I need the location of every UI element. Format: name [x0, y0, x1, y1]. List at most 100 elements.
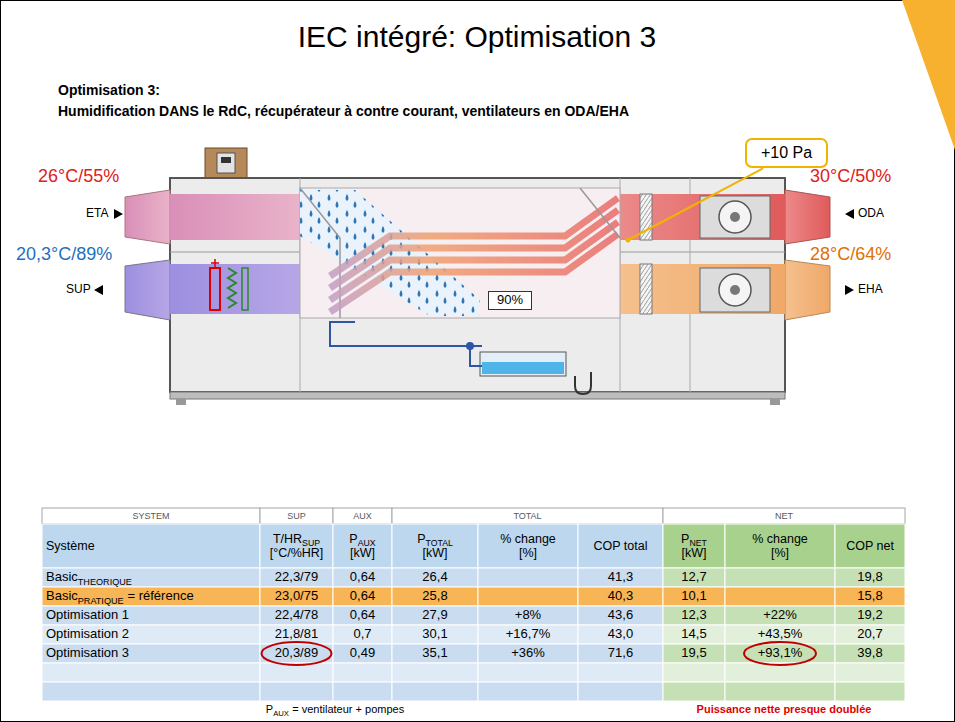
- cell-line: +43,5%: [758, 627, 802, 642]
- cell-line: 21,8/81: [275, 627, 318, 642]
- cell-line: 39,8: [857, 646, 882, 661]
- cell-line: TOTAL: [513, 511, 541, 521]
- table-cell-bg: [392, 625, 478, 644]
- table-cell-bg: [333, 625, 392, 644]
- table-cell-bg: [392, 508, 663, 524]
- table-text: +16,7%: [506, 626, 550, 641]
- table-cell: COP net: [835, 524, 905, 568]
- table-cell: 12,7: [663, 568, 725, 587]
- table-text: = référence: [128, 588, 194, 603]
- cell-line: +16,7%: [506, 627, 550, 642]
- table-text: COP total: [594, 539, 648, 553]
- cell-line: 12,3: [681, 608, 706, 623]
- table-cell-bg: [392, 587, 478, 606]
- table-text: 25,8: [422, 588, 447, 603]
- table-text: 26,4: [422, 569, 447, 584]
- table-cell: [725, 568, 835, 587]
- table-cell: 41,3: [578, 568, 663, 587]
- table-text: % change: [752, 532, 808, 546]
- table-cell: +93,1%: [725, 644, 835, 663]
- table-cell: 23,0/75: [260, 587, 333, 606]
- table-cell: 15,8: [835, 587, 905, 606]
- table-text: 0,7: [353, 626, 371, 641]
- table-cell-bg: [42, 682, 260, 701]
- table-text: 15,8: [857, 588, 882, 603]
- table-cell-bg: [333, 524, 392, 568]
- cell-line: 41,3: [608, 570, 633, 585]
- table-cell-bg: [578, 663, 663, 682]
- table-text: 19,8: [857, 569, 882, 584]
- air-name: ETA: [86, 207, 108, 221]
- table-cell-bg: [835, 644, 905, 663]
- table-cell-bg: [725, 524, 835, 568]
- table-cell: [578, 682, 663, 701]
- table-cell-bg: [578, 524, 663, 568]
- table-cell-bg: [835, 663, 905, 682]
- table-cell-bg: [725, 587, 835, 606]
- cell-line: T/HRSUP: [273, 532, 320, 546]
- table-cell: Optimisation 2: [42, 625, 260, 644]
- table-cell: PNET[kW]: [663, 524, 725, 568]
- table-cell-bg: [478, 606, 578, 625]
- table-text: 39,8: [857, 645, 882, 660]
- table-text: TOTAL: [513, 511, 541, 521]
- table-text: +93,1%: [758, 645, 802, 660]
- table-text: 20,3/89: [275, 645, 318, 660]
- cell-line: 30,1: [422, 627, 447, 642]
- cell-line: NET: [775, 511, 793, 521]
- table-cell-bg: [663, 587, 725, 606]
- table-text: 0,64: [350, 588, 375, 603]
- cell-line: [kW]: [350, 546, 375, 560]
- table-text: [°C/%HR]: [270, 546, 324, 560]
- table-text: Système: [46, 539, 95, 553]
- table-cell: [478, 682, 578, 701]
- table-cell-bg: [260, 587, 333, 606]
- cell-line: +8%: [515, 608, 541, 623]
- cell-line: +22%: [763, 608, 797, 623]
- table-cell-bg: [260, 606, 333, 625]
- value-box: 90%: [488, 291, 532, 310]
- table-text: 43,0: [608, 626, 633, 641]
- table-text: 35,1: [422, 645, 447, 660]
- table-cell-bg: [333, 587, 392, 606]
- table-text: +36%: [511, 645, 545, 660]
- table-cell: 20,7: [835, 625, 905, 644]
- table-cell: Système: [42, 524, 260, 568]
- table-cell: 0,64: [333, 606, 392, 625]
- table-text: 40,3: [608, 588, 633, 603]
- table-cell: 10,1: [663, 587, 725, 606]
- table-cell-bg: [333, 682, 392, 701]
- table-text: [kW]: [423, 546, 448, 560]
- table-cell-bg: [835, 625, 905, 644]
- cell-line: 20,7: [857, 627, 882, 642]
- table-text: SYSTEM: [132, 511, 169, 521]
- cell-line: Système: [46, 539, 95, 553]
- table-text: 30,1: [422, 626, 447, 641]
- cell-line: 20,3/89: [275, 646, 318, 661]
- table-text: Optimisation 2: [46, 626, 129, 641]
- table-text: P: [417, 532, 425, 546]
- table-cell: [835, 663, 905, 682]
- air-name: ODA: [858, 207, 884, 221]
- table-text: SUP: [287, 511, 306, 521]
- table-text: 27,9: [422, 607, 447, 622]
- cell-line: [%]: [771, 546, 789, 560]
- table-cell-bg: [663, 508, 905, 524]
- table-cell-bg: [42, 625, 260, 644]
- footnote-text: P: [266, 703, 273, 715]
- table-cell-bg: [42, 644, 260, 663]
- table-text: COP net: [846, 539, 894, 553]
- table-text: 43,6: [608, 607, 633, 622]
- table-cell: % change[%]: [478, 524, 578, 568]
- subscript: THEORIQUE: [78, 577, 132, 587]
- table-cell-bg: [578, 587, 663, 606]
- table-text: +8%: [515, 607, 541, 622]
- air-name: EHA: [858, 283, 883, 297]
- table-cell: 21,8/81: [260, 625, 333, 644]
- cell-line: 12,7: [681, 570, 706, 585]
- table-cell-bg: [42, 524, 260, 568]
- cell-line: [kW]: [682, 546, 707, 560]
- cell-line: BasicPRATIQUE= référence: [46, 589, 194, 604]
- table-text: Basic: [46, 569, 78, 584]
